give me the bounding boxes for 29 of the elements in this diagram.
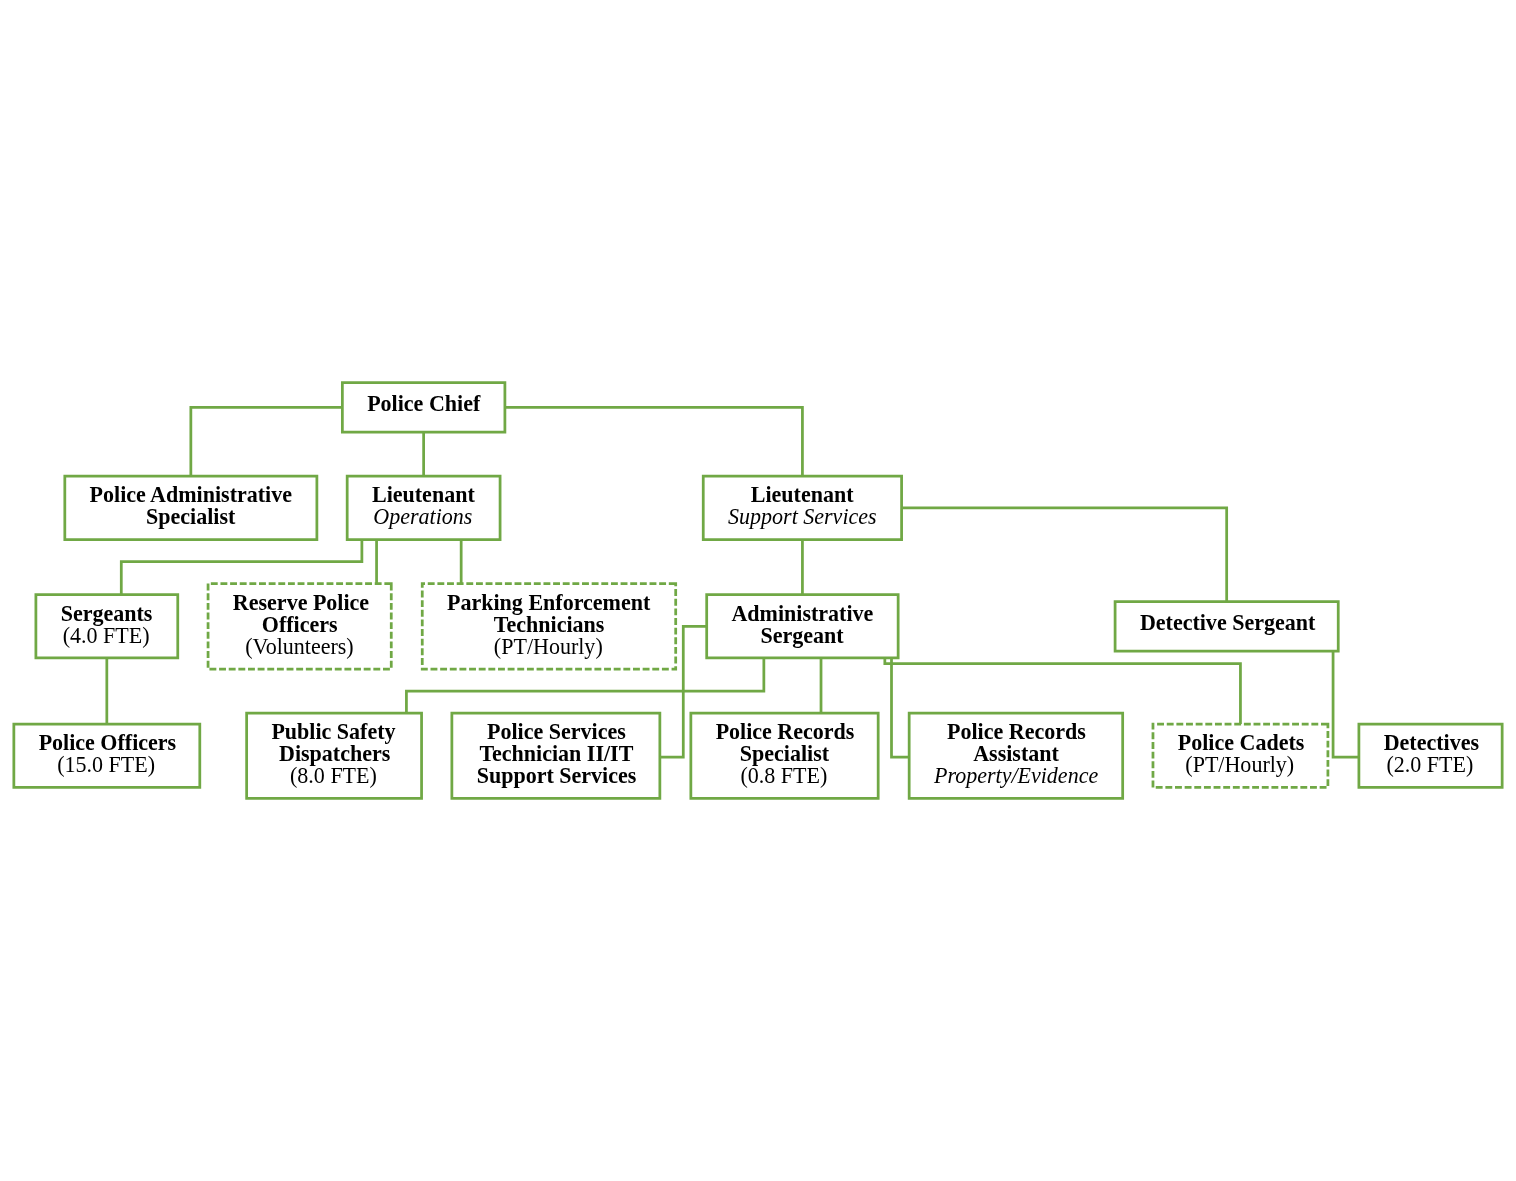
node-box: Reserve Police Officers (Volunteers) bbox=[206, 582, 393, 671]
connector bbox=[901, 506, 1229, 602]
node-box: Police Chief bbox=[341, 381, 507, 434]
node-box: Detectives (2.0 FTE) bbox=[1357, 722, 1504, 789]
node-box: Police Services Technician II/IT Support Services bbox=[450, 711, 662, 800]
connector bbox=[105, 658, 109, 724]
node-box: Parking Enforcement Technicians (PT/Hourly) bbox=[420, 582, 678, 671]
connector bbox=[890, 658, 909, 759]
connector bbox=[459, 539, 463, 584]
connector bbox=[189, 405, 343, 477]
node-box: Police Officers (15.0 FTE) bbox=[12, 722, 202, 789]
node-box: Police Cadets (PT/Hourly) bbox=[1151, 722, 1330, 789]
connector bbox=[819, 658, 823, 713]
node-box: Administrative Sergeant bbox=[705, 593, 900, 660]
connector bbox=[422, 432, 425, 477]
connector bbox=[375, 539, 378, 584]
node-box: Lieutenant Operations bbox=[345, 474, 502, 541]
node-box: Police Administrative Specialist bbox=[63, 474, 319, 541]
connector bbox=[119, 539, 364, 595]
connector bbox=[883, 658, 1242, 725]
node-box: Detective Sergeant bbox=[1113, 600, 1340, 653]
node-box: Police Records Assistant Property/Evidence bbox=[907, 711, 1125, 800]
node-box: Sergeants (4.0 FTE) bbox=[34, 593, 180, 660]
connector bbox=[1331, 651, 1359, 759]
connector bbox=[801, 539, 804, 595]
node-box: Police Records Specialist (0.8 FTE) bbox=[689, 711, 880, 800]
node-box: Public Safety Dispatchers (8.0 FTE) bbox=[245, 711, 423, 800]
connector bbox=[505, 405, 804, 477]
node-box: Lieutenant Support Services bbox=[701, 474, 903, 541]
